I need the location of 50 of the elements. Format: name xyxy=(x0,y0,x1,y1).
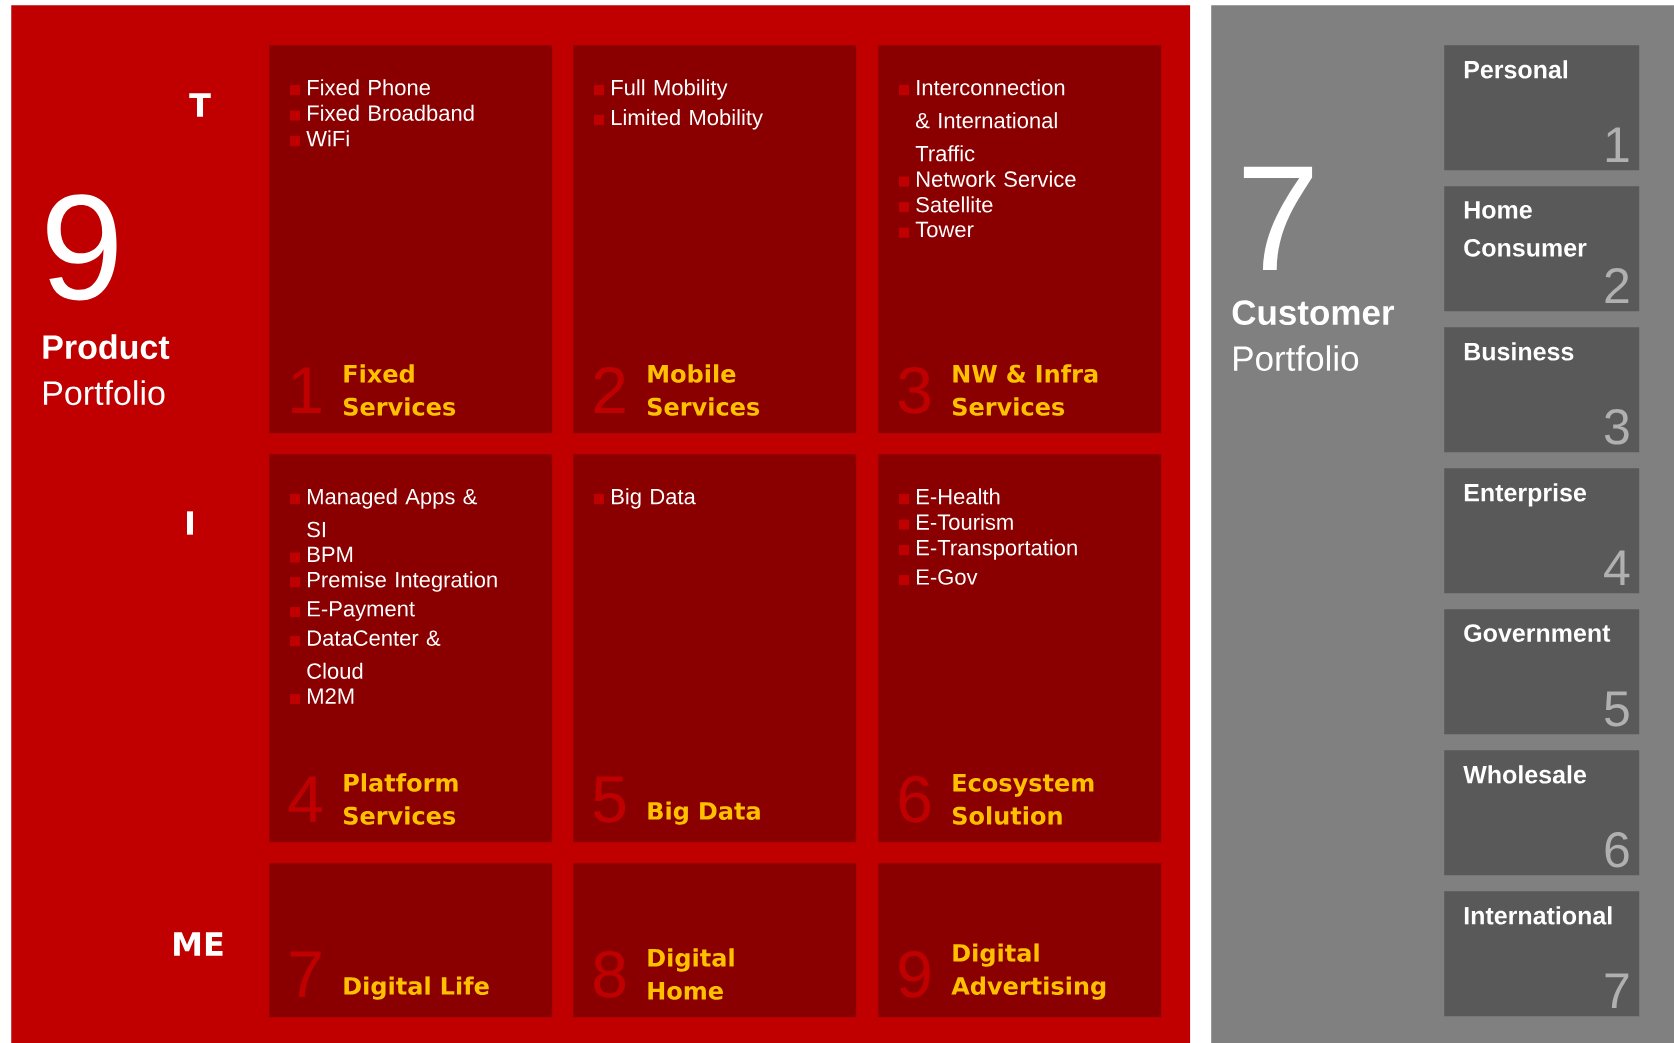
bullet-item: M2M xyxy=(290,688,354,705)
bullet-item: BPM xyxy=(290,546,353,563)
bullet-item: Interconnection & International Traffic xyxy=(899,79,1065,162)
bullet-item: E-Gov xyxy=(899,569,978,585)
panel-heading: Product Portfolio xyxy=(43,334,170,406)
segment-number: 4 xyxy=(1604,550,1630,585)
tile-title: Ecosystem Solution xyxy=(952,773,1094,825)
tile-title: Big Data xyxy=(648,801,760,825)
bullet-item: E-Transportation xyxy=(899,539,1077,560)
segment-name: Personal xyxy=(1464,60,1568,79)
segment-name: Government xyxy=(1464,624,1611,642)
row-label: T xyxy=(189,93,211,117)
bullet-item: Limited Mobility xyxy=(594,109,763,130)
bullet-item: E-Tourism xyxy=(899,513,1013,530)
bullet-item: Managed Apps & SI xyxy=(290,488,478,538)
bullet-item: Tower xyxy=(899,221,974,238)
segment-name: Home Consumer xyxy=(1464,201,1587,257)
bullet-item: Fixed Phone xyxy=(290,79,430,96)
segment-number: 2 xyxy=(1605,268,1629,303)
segment-number: 5 xyxy=(1605,691,1629,727)
bullet-item: E-Payment xyxy=(290,601,415,621)
bullet-item: Big Data xyxy=(594,488,696,509)
segment-name: International xyxy=(1464,906,1612,925)
bullet-item: Fixed Broadband xyxy=(290,104,474,121)
big-number: 9 xyxy=(47,194,117,301)
panel-heading: Customer Portfolio xyxy=(1232,300,1395,371)
bullet-item: Network Service xyxy=(899,170,1076,187)
tile-title: Fixed Services xyxy=(343,364,456,416)
tile-title: Platform Services xyxy=(343,773,458,825)
bullet-item: E-Health xyxy=(899,488,1000,505)
segment-number: 6 xyxy=(1605,832,1629,868)
row-label: ME xyxy=(174,932,223,956)
tile-title: Digital Advertising xyxy=(951,943,1106,1000)
segment-name: Enterprise xyxy=(1464,483,1586,507)
tile-title: Digital Life xyxy=(344,976,489,1000)
bullet-item: Premise Integration xyxy=(290,571,497,592)
row-label: I xyxy=(187,511,193,535)
segment-number: 3 xyxy=(1604,409,1629,445)
segment-number: 7 xyxy=(1605,973,1629,1008)
bullet-item: WiFi xyxy=(290,130,349,147)
bullet-item: Satellite xyxy=(899,196,993,213)
segment-name: Wholesale xyxy=(1463,765,1586,784)
bullet-item: DataCenter & Cloud xyxy=(290,630,441,679)
segment-number: 1 xyxy=(1606,127,1629,162)
segment-name: Business xyxy=(1464,342,1574,361)
tile-title: Mobile Services xyxy=(647,364,760,416)
tile-title: NW & Infra Services xyxy=(952,364,1098,416)
bullet-item: Full Mobility xyxy=(594,79,728,100)
tile-title: Digital Home xyxy=(648,948,734,1000)
big-number: 7 xyxy=(1243,166,1313,270)
